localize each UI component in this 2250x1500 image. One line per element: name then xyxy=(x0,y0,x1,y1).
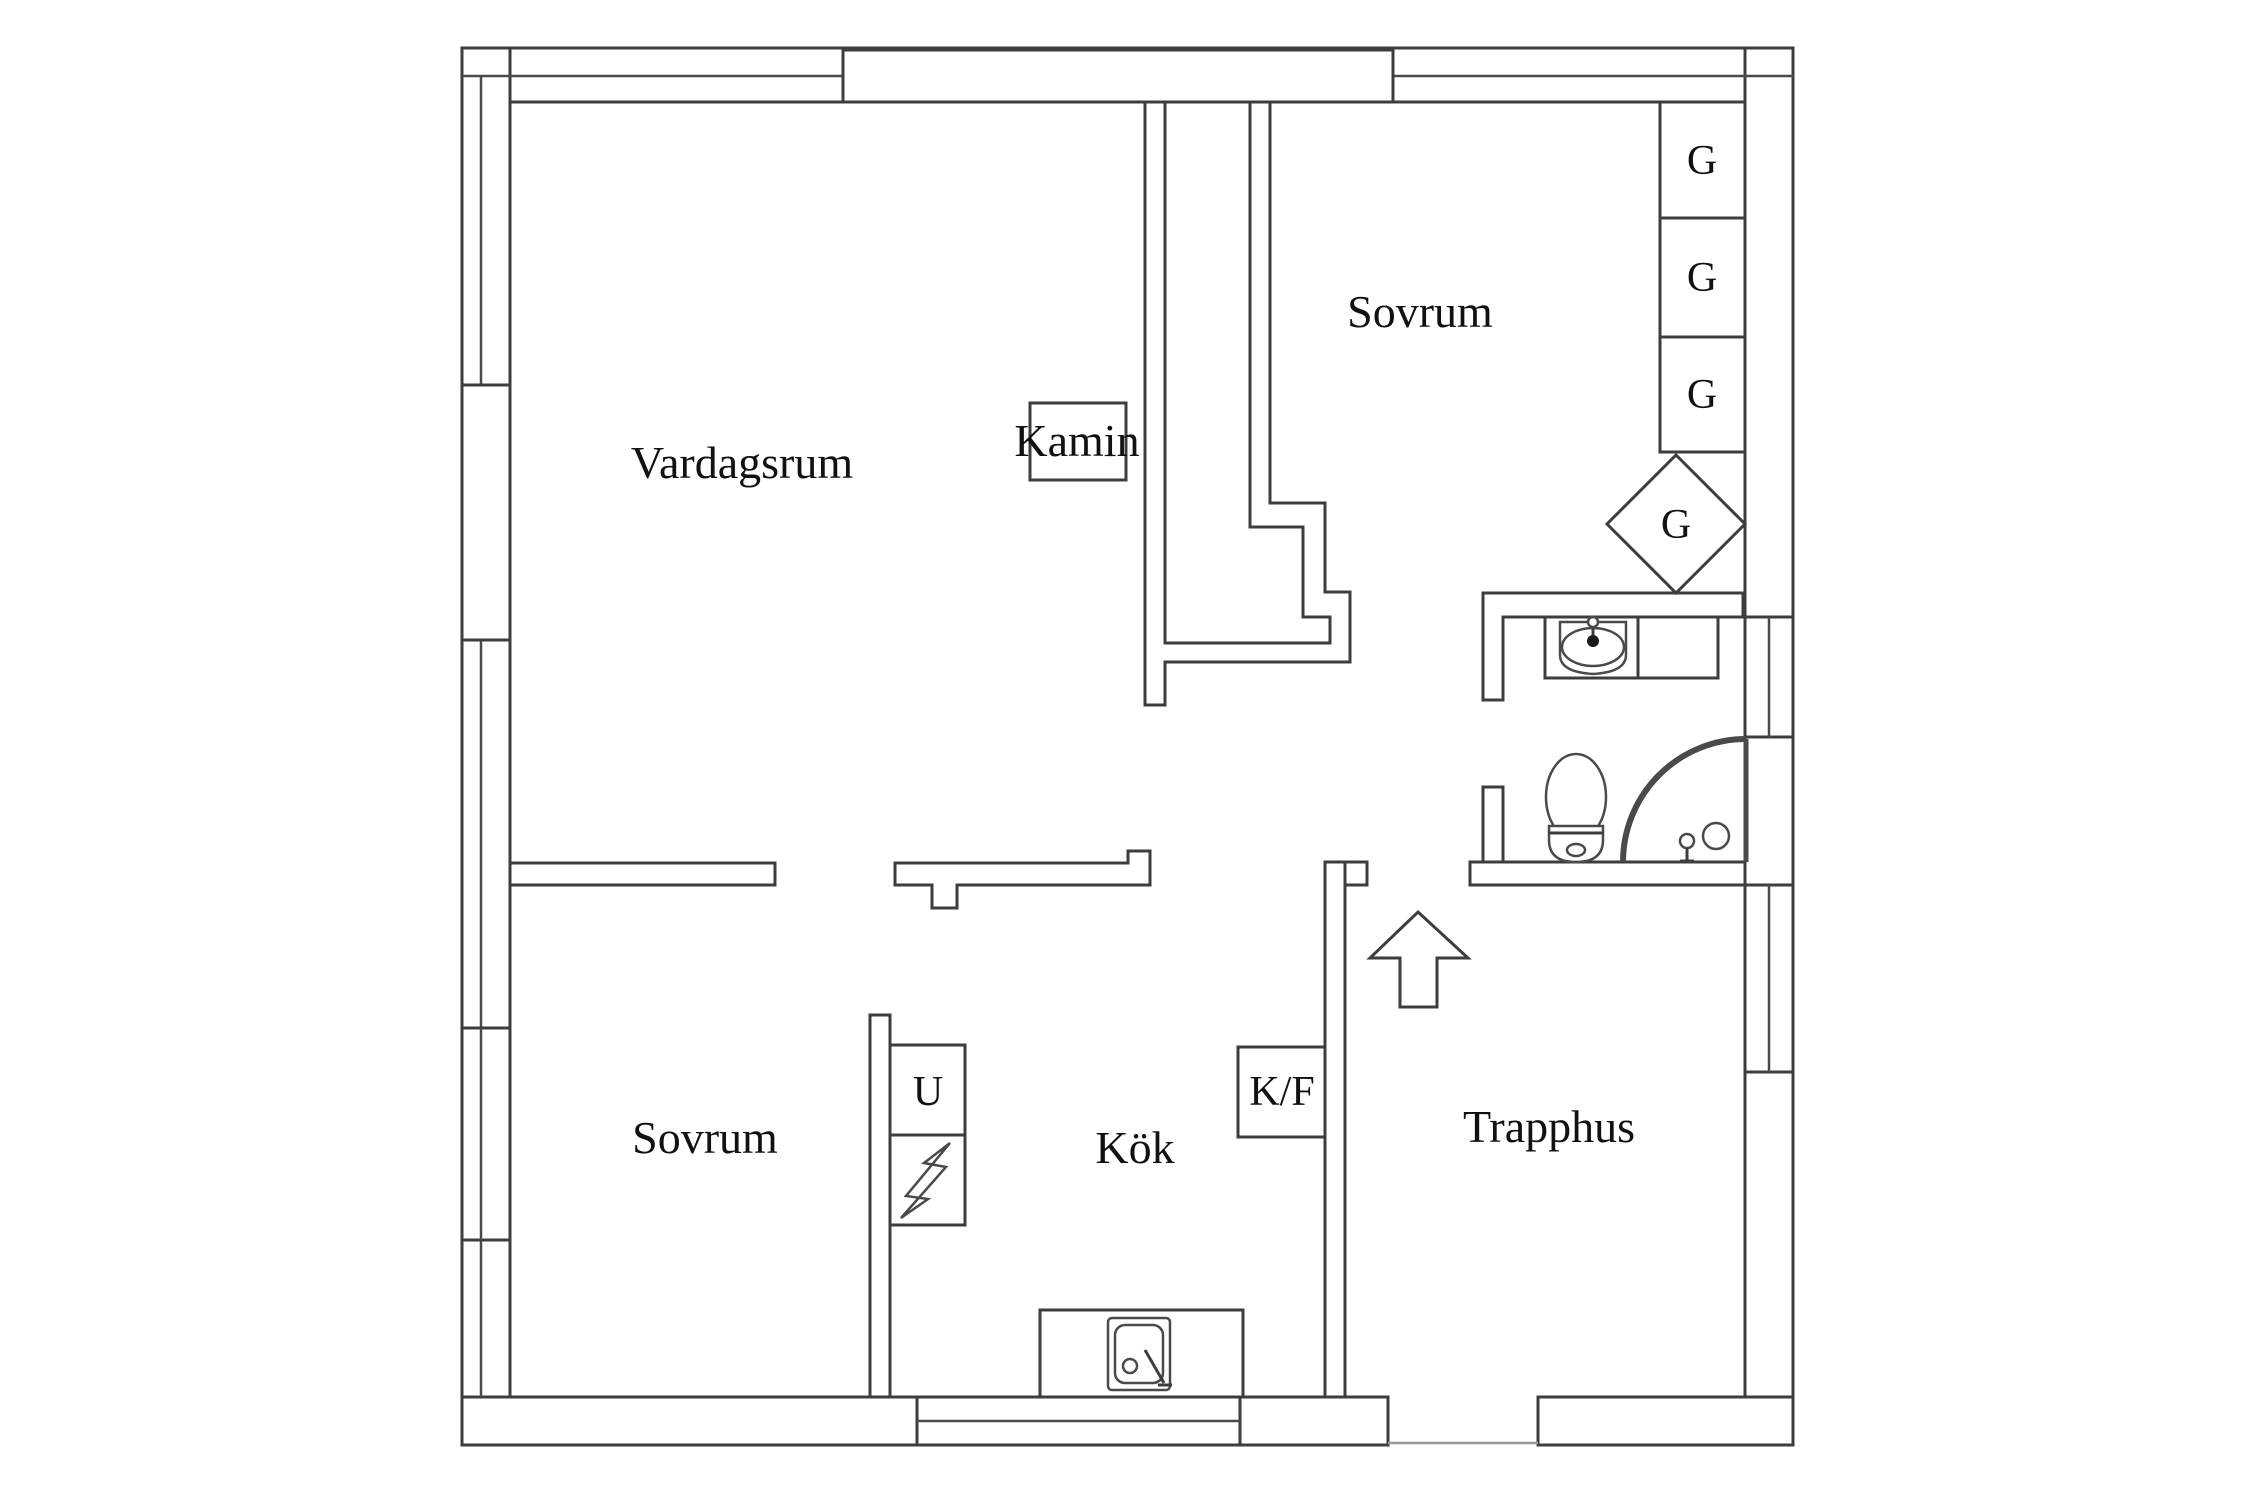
fireplace-label: Kamin xyxy=(1014,415,1139,466)
bath-sink-tap xyxy=(1587,635,1599,647)
toilet-icon xyxy=(1544,752,1608,864)
window-top xyxy=(841,48,1395,104)
window-left-livingroom xyxy=(460,383,512,642)
kitchen-sink-faucet xyxy=(1143,1349,1166,1384)
exterior-walls xyxy=(460,46,1795,1447)
bath-door-arc xyxy=(1620,736,1747,863)
windows xyxy=(460,48,1795,1447)
wall-stairwell-notch xyxy=(1343,860,1369,887)
bedroom-lower-label: Sovrum xyxy=(632,1112,778,1163)
stairwell-label: Trapphus xyxy=(1463,1101,1635,1152)
kitchen-sink-icon xyxy=(1106,1316,1172,1392)
shower-drain xyxy=(1701,821,1731,851)
kitchen-sink-drain xyxy=(1121,1357,1139,1375)
wall-linings xyxy=(462,74,1793,1397)
exterior-wall-bottom-right xyxy=(1536,1395,1795,1447)
wall-livingroom-bottom-left xyxy=(508,861,777,887)
wardrobe-3-label: G xyxy=(1687,372,1717,418)
exterior-wall-right xyxy=(1743,46,1795,1447)
living-room-label: Vardagsrum xyxy=(631,437,853,488)
fridge-freezer-box xyxy=(1236,1045,1327,1139)
wardrobe-2-label: G xyxy=(1687,255,1717,301)
bedroom-upper-label: Sovrum xyxy=(1347,286,1493,337)
shower-fixture-icon xyxy=(1678,821,1731,863)
toilet-drain xyxy=(1565,842,1587,858)
wall-bedroom-kitchen-divider xyxy=(868,1013,892,1399)
fridge-freezer-label: K/F xyxy=(1249,1069,1314,1115)
fixtures xyxy=(888,100,1749,1399)
wall-bathroom-bottom xyxy=(1468,860,1747,887)
up-arrow-icon xyxy=(1366,909,1472,1009)
window-left-bedroom xyxy=(460,1026,512,1242)
wall-bathroom-left-lower xyxy=(1481,785,1505,864)
kitchen-label: Kök xyxy=(1095,1122,1174,1173)
fireplace-box xyxy=(1028,401,1128,482)
wardrobe-1-label: G xyxy=(1687,138,1717,184)
bath-sink-icon xyxy=(1558,615,1628,676)
wardrobe-4-label: G xyxy=(1661,502,1691,548)
lightning-icon xyxy=(900,1142,951,1220)
wall-hall-middle xyxy=(893,849,1152,910)
bath-sink-faucet-knob xyxy=(1586,615,1600,629)
wardrobe-4-diamond xyxy=(1604,452,1748,596)
wall-chimney-structure xyxy=(1143,96,1352,707)
kitchen-sink-inner xyxy=(1113,1323,1165,1385)
wardrobe-3 xyxy=(1658,335,1747,454)
wall-stairwell-left xyxy=(1323,860,1347,1399)
labels: Vardagsrum Sovrum Sovrum Kök Trapphus Ka… xyxy=(631,138,1717,1173)
shower-knob xyxy=(1678,832,1696,850)
oven-label: U xyxy=(913,1069,943,1115)
wall-bathroom-top xyxy=(1481,591,1745,702)
